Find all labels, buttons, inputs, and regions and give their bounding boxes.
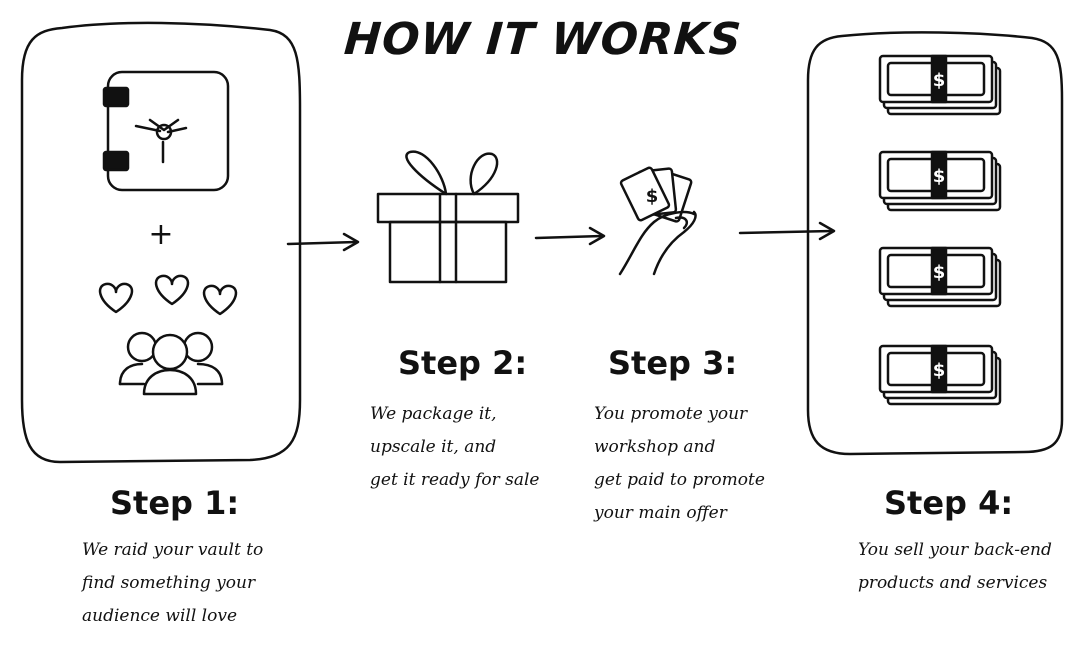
step2-line: upscale it, and — [370, 437, 497, 457]
gift-icon — [376, 150, 520, 284]
arrow-icon — [738, 221, 836, 241]
step1-line: find something your — [82, 573, 256, 593]
cash-stack-icon — [878, 246, 1002, 308]
step3-line: workshop and — [594, 437, 716, 457]
step4-line: products and services — [858, 573, 1048, 593]
cash-stack-icon — [878, 150, 1002, 212]
step3-description: You promote your workshop and get paid t… — [594, 398, 765, 530]
step2-line: get it ready for sale — [370, 470, 540, 490]
cash-stack-icon — [878, 344, 1002, 406]
audience-icon — [118, 331, 224, 396]
step3-line: your main offer — [594, 503, 727, 523]
step3-line: You promote your — [594, 404, 748, 424]
step4-description: You sell your back-end products and serv… — [858, 534, 1052, 600]
arrow-icon — [534, 226, 606, 246]
step2-description: We package it, upscale it, and get it re… — [370, 398, 539, 497]
step1-line: We raid your vault to — [82, 540, 264, 560]
step1-frame — [20, 21, 302, 464]
step4-title: Step 4: — [884, 484, 1014, 522]
page-title: HOW IT WORKS — [342, 14, 744, 65]
step1-title: Step 1: — [110, 484, 240, 522]
arrow-icon — [286, 232, 360, 252]
hearts-icon — [98, 274, 238, 316]
step3-title: Step 3: — [608, 344, 738, 382]
vault-icon — [102, 70, 230, 192]
svg-text:$: $ — [646, 186, 659, 207]
step2-title: Step 2: — [398, 344, 528, 382]
step2-line: We package it, — [370, 404, 497, 424]
step1-line: audience will love — [82, 606, 238, 626]
step3-line: get paid to promote — [594, 470, 765, 490]
step4-frame — [806, 31, 1064, 456]
plus-sign: + — [148, 217, 173, 252]
hand-cash-icon: $ — [618, 166, 697, 276]
step4-line: You sell your back-end — [858, 540, 1052, 560]
step1-description: We raid your vault to find something you… — [82, 534, 263, 633]
